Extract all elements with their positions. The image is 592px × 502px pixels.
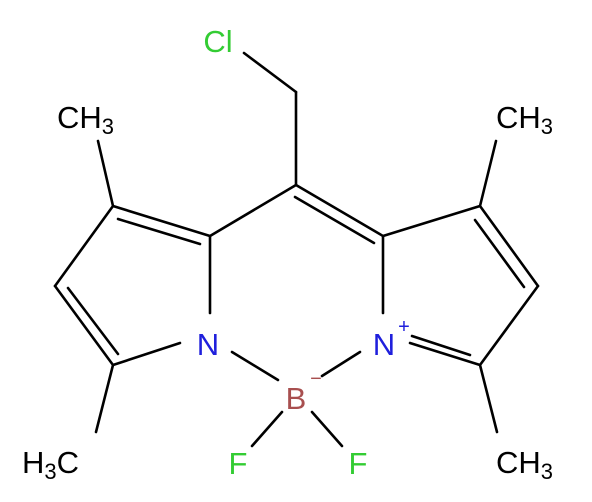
bond-c7-c6-double [473,218,526,289]
chlorine-atom-label: Cl [203,24,232,59]
bond-c3-c4-double [66,286,120,356]
bond-c7-c6 [478,204,540,288]
bond-n2-b [320,350,362,378]
bonds [53,51,540,448]
bond-c6-c5 [478,284,540,367]
bond-n1-b [230,350,280,382]
methyl-bottom-left-label: H3C [22,445,79,484]
bond-cl-ch2 [242,51,298,94]
bond-c1-c2 [111,204,212,238]
bond-c8-c7 [381,204,482,238]
bond-meso-c8-double [293,195,376,245]
bond-c4-n1 [111,341,182,367]
nitrogen-right-charge: + [398,316,410,338]
bond-c7-methyl [478,139,498,208]
atom-labels: Cl CH3 CH3 H3C CH3 N N + B − F F [22,24,553,484]
bond-c2-c3 [53,204,115,288]
bond-b-f2 [310,410,344,448]
methyl-top-left-label: CH3 [57,100,114,139]
methyl-top-right-label: CH3 [496,100,553,139]
methyl-bottom-right-label: CH3 [496,445,553,484]
bond-c3-c4 [53,284,115,367]
bond-c5-n2 [408,341,482,367]
fluorine-left-label: F [229,446,248,481]
bond-meso-c1 [208,183,298,238]
bond-c2-methyl [96,139,115,208]
fluorine-right-label: F [349,446,368,481]
boron-label: B [286,381,307,416]
bond-c5-n2-double [410,334,472,357]
bond-meso-c8 [294,183,385,238]
boron-charge: − [310,368,322,390]
nitrogen-right-label: N [373,327,395,362]
nitrogen-left-label: N [197,327,219,362]
bond-c4-methyl [94,363,115,434]
bond-c5-methyl [478,363,499,434]
bond-c1-c2-double [116,217,202,246]
bond-b-f1 [250,410,284,448]
